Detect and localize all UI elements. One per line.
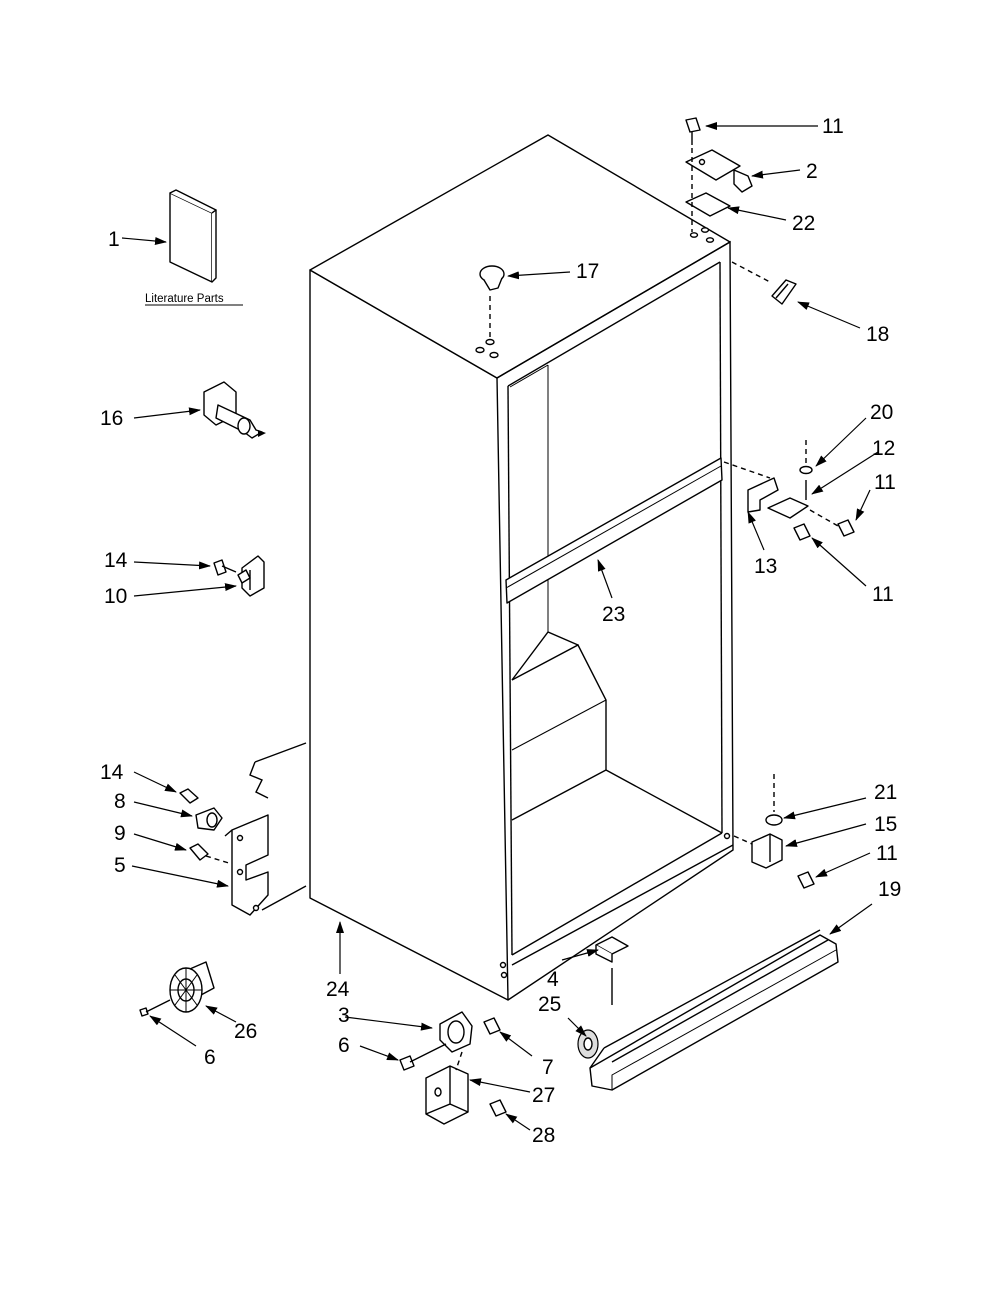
part-21-washer-icon	[765, 814, 783, 826]
callout-17: 17	[576, 260, 599, 283]
part-3-roller-bracket-icon	[439, 1011, 473, 1053]
callout-3: 3	[338, 1004, 350, 1027]
callout-22: 22	[792, 212, 815, 235]
callout-23: 23	[602, 603, 625, 626]
part-18-cap-icon	[771, 279, 797, 305]
callout-20: 20	[870, 401, 893, 424]
callout-11-lower: 11	[876, 842, 898, 865]
part-11-top-screw-icon	[685, 117, 701, 145]
callout-18: 18	[866, 323, 889, 346]
callout-8: 8	[114, 790, 126, 813]
callout-2: 2	[806, 160, 818, 183]
callout-labels: 1 2 3 4 5 6 6 7 8 9 10 11 11 11 11 12 13…	[100, 115, 901, 1147]
part-16-icon	[203, 381, 266, 439]
callout-21: 21	[874, 781, 897, 804]
callout-1: 1	[108, 228, 120, 251]
callout-14-lower: 14	[100, 761, 124, 784]
part-8-hinge-icon	[195, 807, 223, 831]
callout-6-center: 6	[338, 1034, 350, 1057]
part-11-lower-screw-icon	[797, 871, 815, 889]
callout-14-upper: 14	[104, 549, 128, 572]
callout-10: 10	[104, 585, 127, 608]
part-13-center-hinge-icon	[747, 477, 809, 519]
callout-11-top: 11	[822, 115, 844, 138]
callout-11-center-upper: 11	[874, 471, 896, 494]
part-2-top-hinge-icon	[685, 149, 753, 193]
callout-6-left: 6	[204, 1046, 216, 1069]
cabinet	[254, 134, 734, 1001]
callout-9: 9	[114, 822, 126, 845]
leader-lines	[121, 122, 879, 1131]
part-6-axle-icon	[399, 1043, 447, 1071]
part-10-bracket-icon	[237, 555, 265, 597]
part-15-lower-hinge-icon	[751, 833, 783, 869]
callout-13: 13	[754, 555, 777, 578]
part-26-wheel-icon	[169, 961, 215, 1013]
part-14-screw-lower-icon	[179, 788, 199, 804]
part-14-screw-icon	[213, 559, 237, 576]
literature-book-icon	[169, 189, 217, 283]
callout-24: 24	[326, 978, 350, 1001]
part-19-base-grille-icon	[589, 929, 839, 1091]
part-22-shim-icon	[685, 192, 731, 217]
callout-27: 27	[532, 1084, 555, 1107]
part-17-plug-icon	[479, 265, 505, 291]
literature-parts-label: Literature Parts	[145, 293, 224, 305]
part-9-screw-icon	[189, 843, 209, 861]
part-5-bracket-icon	[224, 761, 269, 916]
callout-28: 28	[532, 1124, 555, 1147]
part-28-screw-icon	[489, 1099, 507, 1117]
part-27-bracket-icon	[425, 1065, 469, 1125]
callout-4: 4	[547, 968, 559, 991]
callout-5: 5	[114, 854, 126, 877]
part-25-roller-icon	[577, 1029, 599, 1059]
part-20-washer-icon	[799, 465, 813, 475]
callout-19: 19	[878, 878, 901, 901]
part-11-center-screw-b-icon	[793, 523, 811, 541]
callout-25: 25	[538, 993, 561, 1016]
callout-26: 26	[234, 1020, 257, 1043]
callout-15: 15	[874, 813, 897, 836]
callout-12: 12	[872, 437, 895, 460]
part-7-nut-icon	[483, 1017, 501, 1035]
part-4-pad-icon	[595, 936, 629, 963]
part-6-axle-left-icon	[139, 999, 171, 1017]
part-11-center-screw-a-icon	[837, 519, 855, 537]
callout-16: 16	[100, 407, 123, 430]
callout-7: 7	[542, 1056, 554, 1079]
callout-11-center-lower: 11	[872, 583, 894, 606]
